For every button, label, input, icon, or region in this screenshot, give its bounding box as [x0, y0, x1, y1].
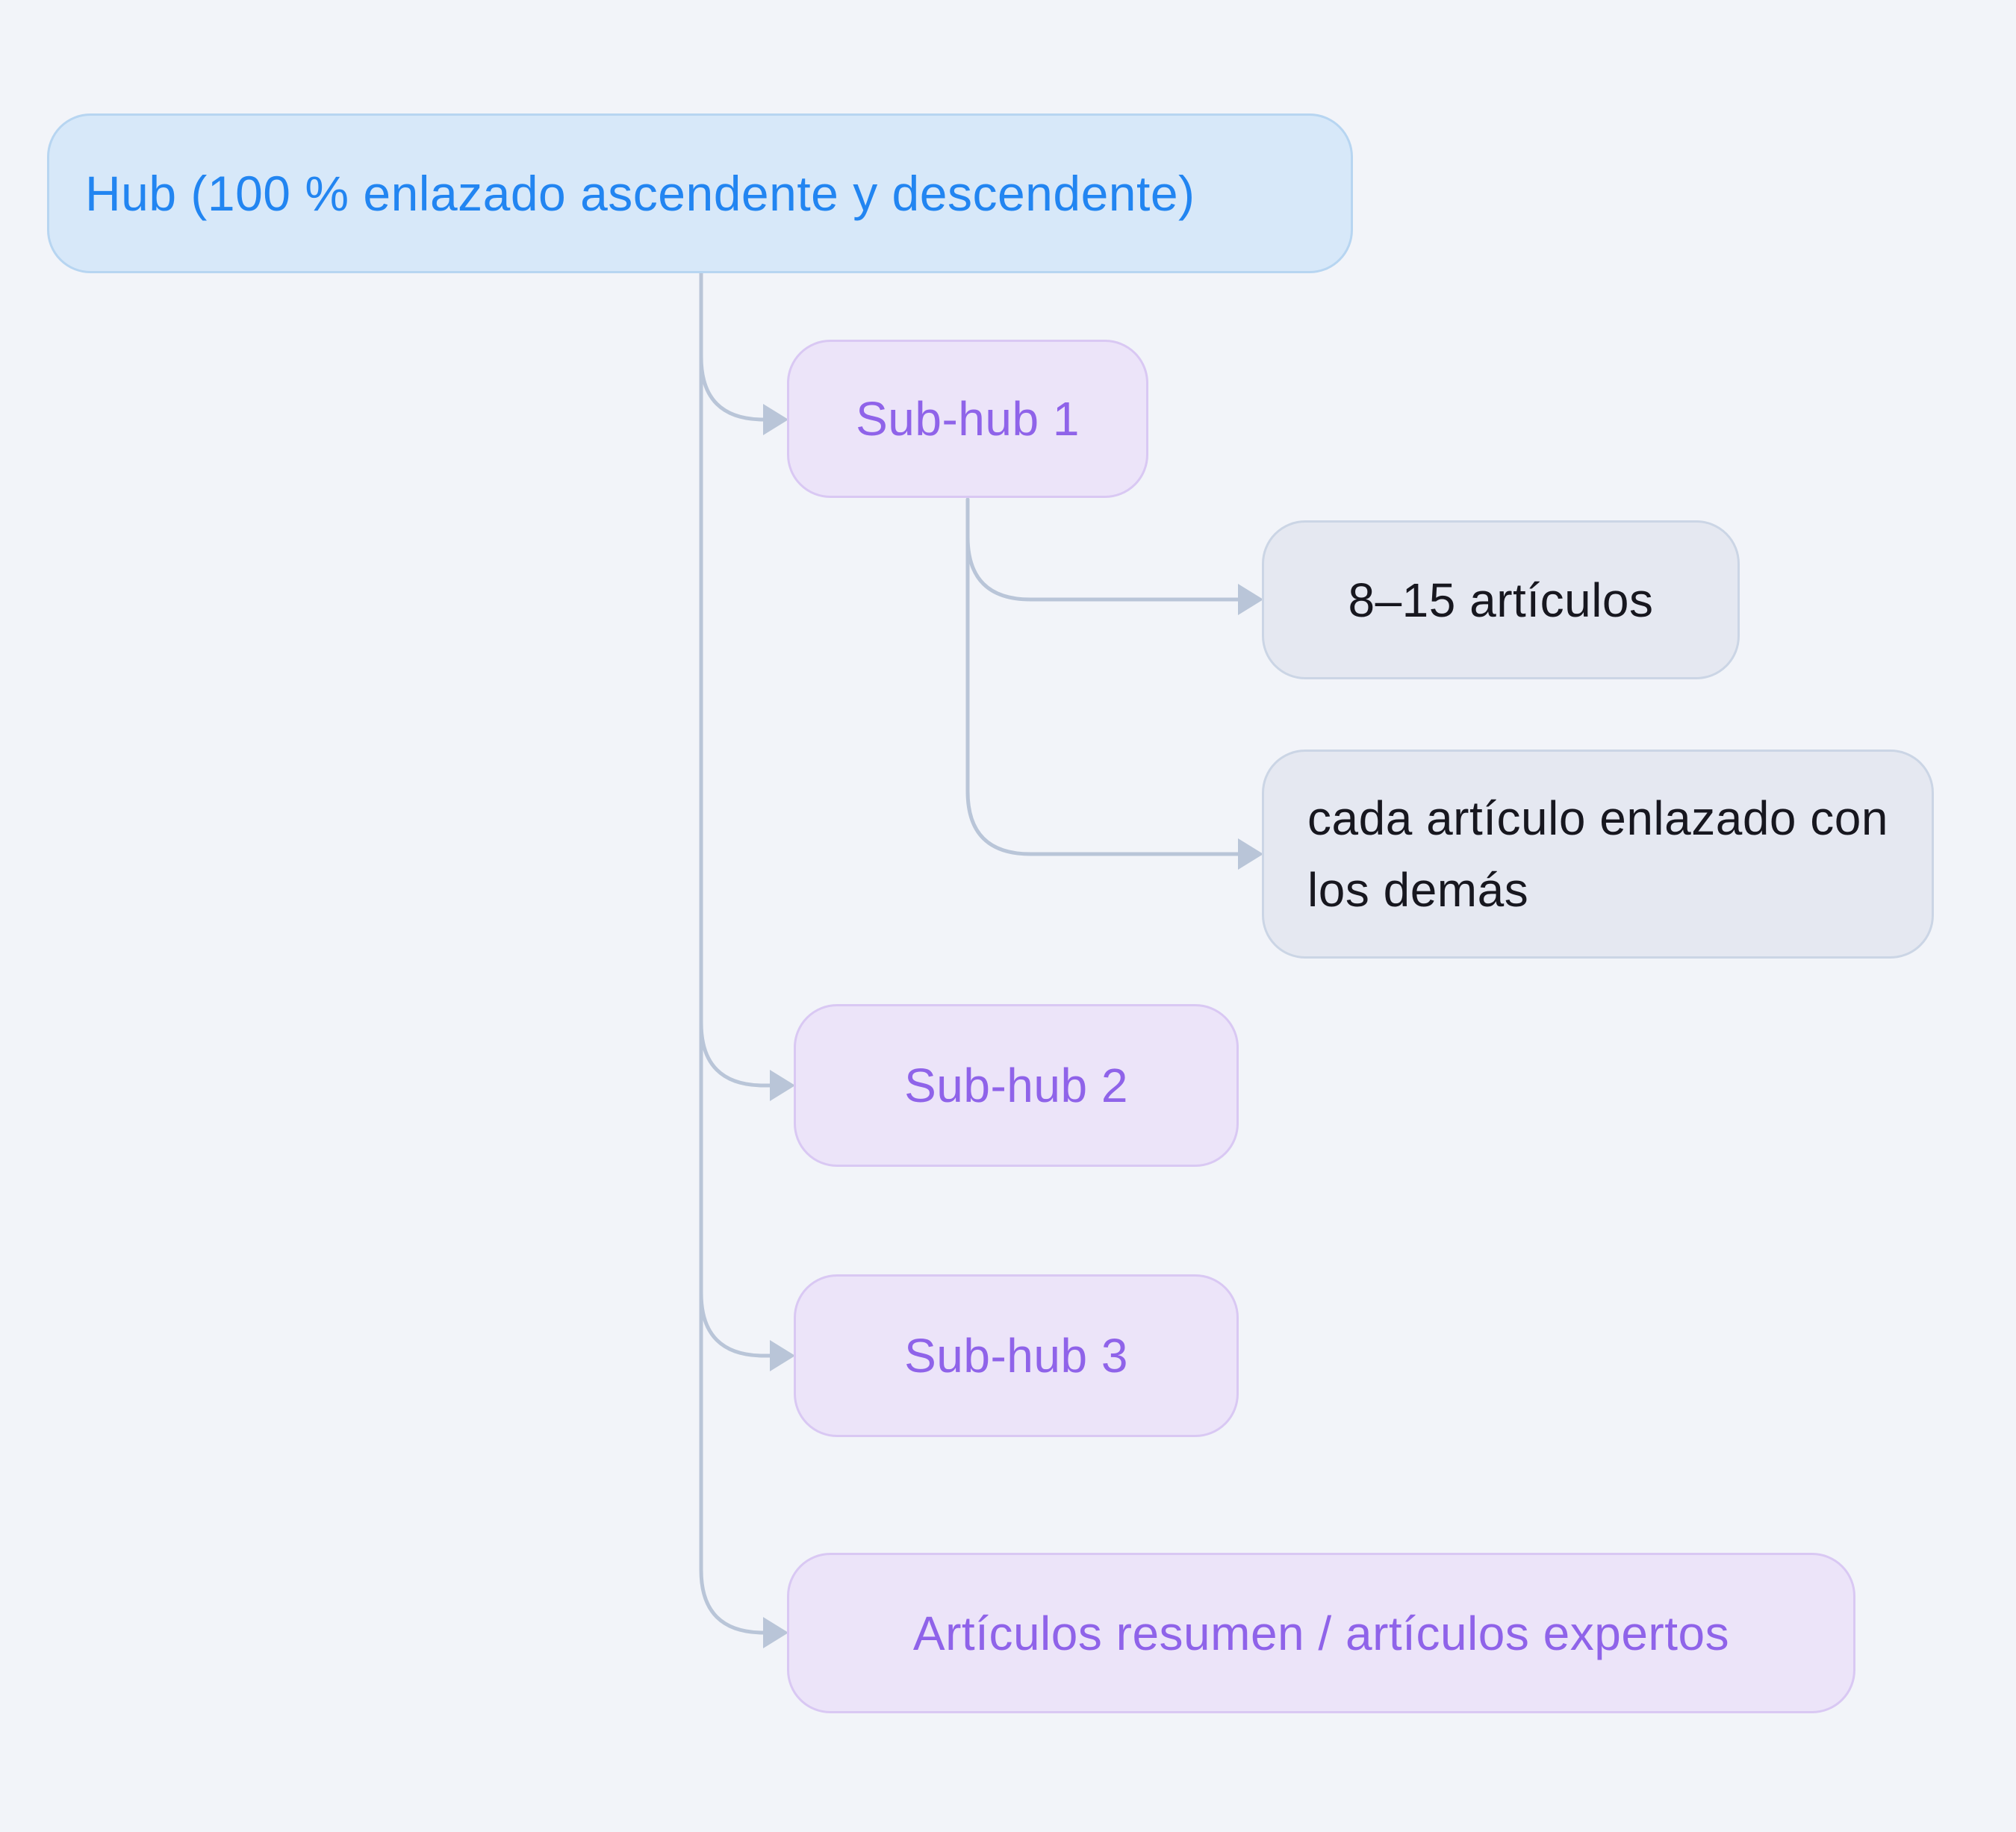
node-subhub-3-label: Sub-hub 3 — [904, 1329, 1128, 1383]
node-subhub-1: Sub-hub 1 — [787, 340, 1148, 498]
connector-hub-subhub3 — [699, 1291, 774, 1358]
node-hub: Hub (100 % enlazado ascendente y descend… — [47, 113, 1353, 273]
node-subhub-1-label: Sub-hub 1 — [856, 392, 1080, 446]
connector-hub-subhub1 — [699, 355, 768, 422]
node-articles-count-label: 8–15 artículos — [1348, 573, 1654, 627]
arrowhead-icon — [770, 1070, 795, 1101]
connector-hub-subhub2 — [699, 1021, 774, 1088]
connector-subhub1-articles-linked — [965, 497, 1242, 856]
node-summary-articles: Artículos resumen / artículos expertos — [787, 1553, 1855, 1713]
arrowhead-icon — [1238, 584, 1263, 615]
node-subhub-2: Sub-hub 2 — [794, 1004, 1239, 1167]
arrowhead-icon — [763, 1617, 788, 1648]
node-articles-linked-label: cada artículo enlazado con los demás — [1307, 791, 1888, 917]
node-articles-count: 8–15 artículos — [1262, 520, 1740, 679]
node-hub-label: Hub (100 % enlazado ascendente y descend… — [85, 166, 1195, 221]
connector-hub-summary — [699, 271, 768, 1635]
node-subhub-3: Sub-hub 3 — [794, 1274, 1239, 1437]
node-summary-articles-label: Artículos resumen / artículos expertos — [912, 1606, 1730, 1660]
node-articles-linked: cada artículo enlazado con los demás — [1262, 750, 1934, 959]
arrowhead-icon — [763, 404, 788, 435]
arrowhead-icon — [1238, 838, 1263, 870]
connector-subhub1-articles-count — [965, 535, 1242, 602]
node-subhub-2-label: Sub-hub 2 — [904, 1059, 1128, 1112]
arrowhead-icon — [770, 1340, 795, 1371]
